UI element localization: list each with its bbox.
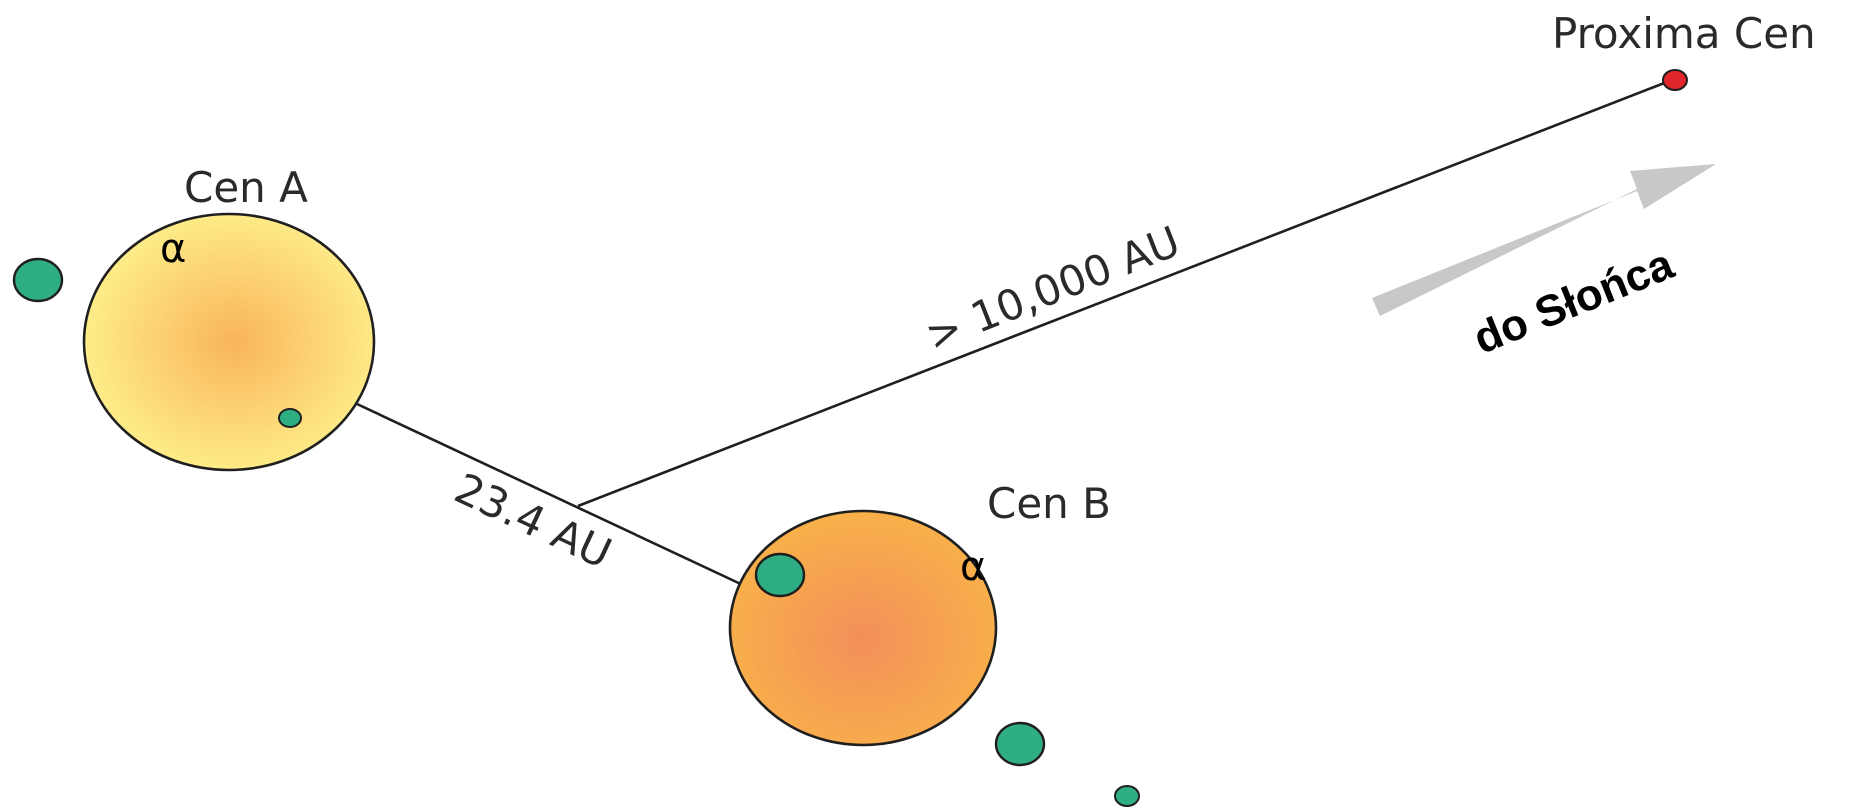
cen-a-alpha-marker: α xyxy=(160,226,186,272)
proxima-cen-label: Proxima Cen xyxy=(1552,9,1816,58)
proxima-distance-line xyxy=(577,78,1673,508)
planet-inside-cen-a xyxy=(278,408,302,428)
planet-far-below-cen-b xyxy=(1114,785,1140,807)
direction-to-sun-label: do Słońca xyxy=(1467,239,1681,363)
cen-b-alpha-marker: α xyxy=(960,544,986,590)
planet-below-cen-b xyxy=(994,721,1046,767)
planet-on-cen-b xyxy=(754,552,806,598)
proxima-distance-label: > 10,000 AU xyxy=(919,217,1187,361)
planet-left-of-cen-a xyxy=(12,257,64,303)
cen-a-star xyxy=(82,212,376,472)
cen-a-label: Cen A xyxy=(184,163,308,212)
cen-a-cen-b-distance-label: 23.4 AU xyxy=(447,464,618,579)
cen-b-label: Cen B xyxy=(987,479,1111,528)
direction-to-sun-arrow xyxy=(1372,164,1716,316)
cen-a-cen-b-separation-line xyxy=(356,402,746,588)
proxima-cen-star xyxy=(1662,69,1688,91)
cen-b-star xyxy=(728,509,998,747)
